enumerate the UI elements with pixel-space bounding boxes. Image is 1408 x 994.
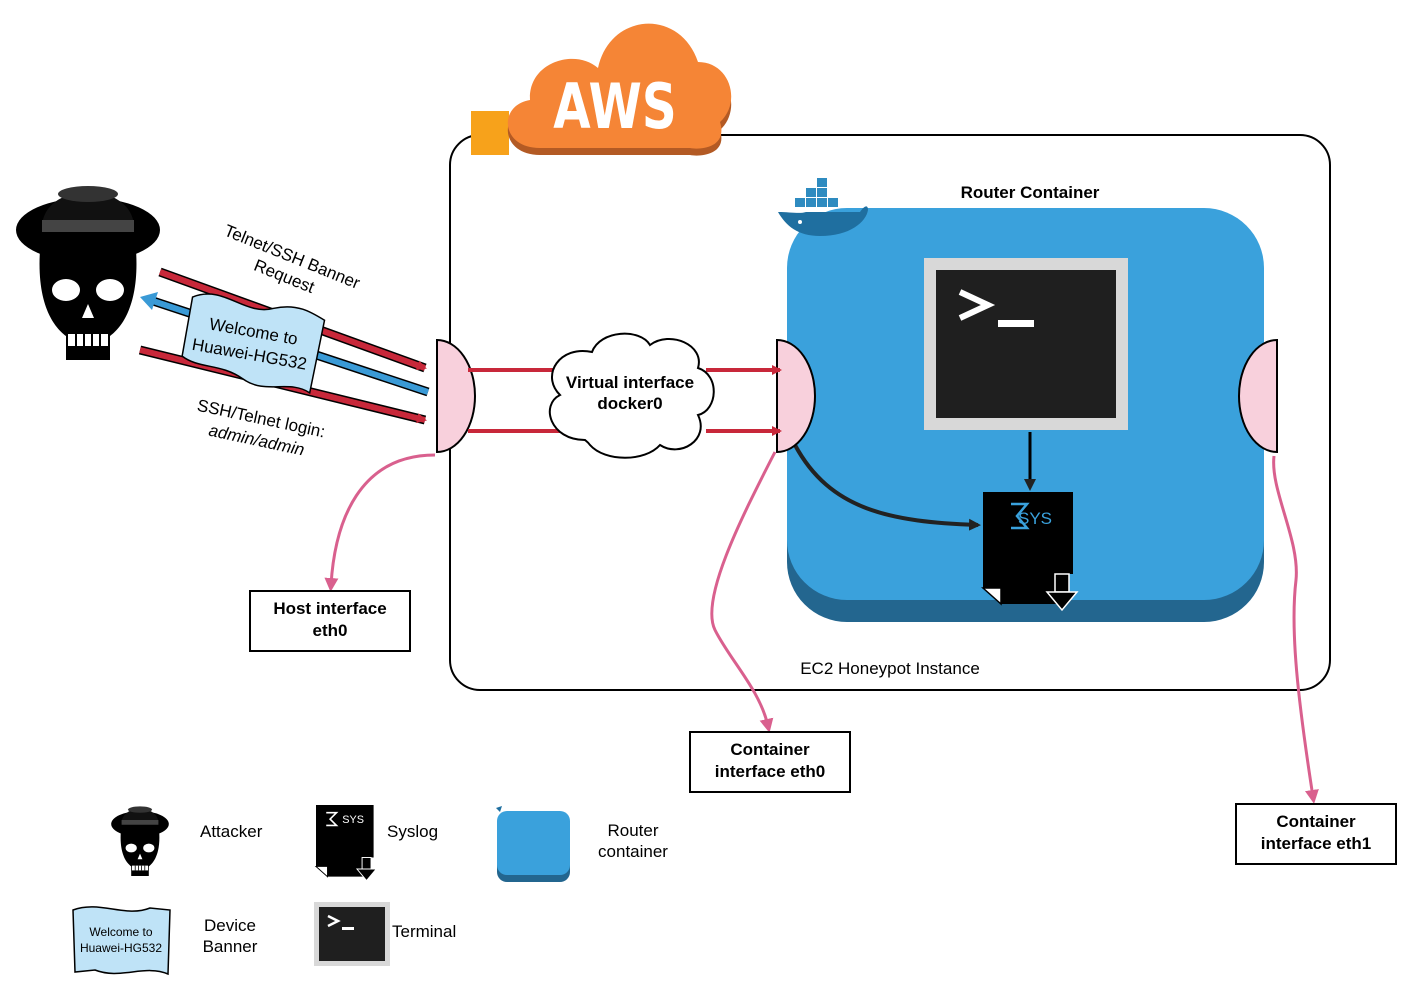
container-eth0-port bbox=[776, 338, 816, 454]
login-label: SSH/Telnet login: admin/admin bbox=[195, 396, 327, 460]
container-eth1-line2: interface eth1 bbox=[1261, 834, 1372, 853]
container-eth1-line1: Container bbox=[1276, 812, 1356, 831]
aws-cloud bbox=[507, 23, 732, 149]
legend-banner-icon-line2: Huawei-HG532 bbox=[80, 941, 162, 955]
legend-banner-line1: Device bbox=[204, 916, 256, 935]
terminal-prompt-icon bbox=[958, 289, 996, 321]
container-eth0-link bbox=[710, 451, 777, 733]
syslog-icon-label: SYS bbox=[1018, 509, 1052, 528]
ec2-label: EC2 Honeypot Instance bbox=[800, 659, 980, 678]
legend-router-line2: container bbox=[598, 842, 668, 861]
terminal-screen bbox=[924, 258, 1128, 430]
router-container-title: Router Container bbox=[961, 183, 1100, 202]
host-eth0-port bbox=[436, 338, 476, 454]
legend-terminal-icon bbox=[314, 902, 390, 966]
legend-syslog-label: Syslog bbox=[387, 822, 438, 841]
host-eth0-link bbox=[324, 453, 436, 592]
aws-logo-text: AWS bbox=[553, 71, 676, 143]
host-interface-box: Host interface eth0 bbox=[249, 590, 411, 652]
container-eth0-line2: interface eth0 bbox=[715, 762, 826, 781]
container-eth0-box: Container interface eth0 bbox=[689, 731, 851, 793]
virtual-interface-line1: Virtual interface bbox=[566, 373, 694, 392]
container-eth1-link bbox=[1272, 455, 1319, 804]
container-eth1-box: Container interface eth1 bbox=[1235, 803, 1397, 865]
container-eth0-line1: Container bbox=[730, 740, 810, 759]
aws-orange-square bbox=[471, 111, 509, 155]
host-interface-line2: eth0 bbox=[313, 621, 348, 640]
legend-banner-icon-line1: Welcome to bbox=[89, 925, 152, 939]
device-banner: Welcome to Huawei-HG532 bbox=[181, 293, 326, 395]
legend-attacker-icon bbox=[110, 806, 170, 877]
virtual-interface-cloud bbox=[548, 332, 715, 459]
host-interface-line1: Host interface bbox=[273, 599, 386, 618]
virtual-interface-line2: docker0 bbox=[597, 394, 662, 413]
legend: Attacker SYS Syslog Router container Wel… bbox=[72, 804, 668, 976]
attacker-icon bbox=[15, 185, 161, 361]
docker-whale-icon bbox=[778, 178, 868, 236]
legend-banner-icon: Welcome to Huawei-HG532 bbox=[72, 906, 171, 976]
aws-logo: AWS bbox=[471, 23, 732, 156]
legend-terminal-label: Terminal bbox=[392, 922, 456, 941]
legend-attacker-label: Attacker bbox=[200, 822, 263, 841]
container-to-syslog-arrow bbox=[793, 444, 981, 531]
container-eth1-port bbox=[1238, 338, 1278, 454]
legend-router-icon bbox=[496, 806, 570, 882]
legend-syslog-icon: SYS bbox=[315, 804, 377, 882]
legend-banner-line2: Banner bbox=[203, 937, 258, 956]
legend-syslog-icon-label: SYS bbox=[342, 814, 364, 826]
syslog-icon: SYS bbox=[982, 491, 1078, 611]
legend-router-line1: Router bbox=[607, 821, 658, 840]
